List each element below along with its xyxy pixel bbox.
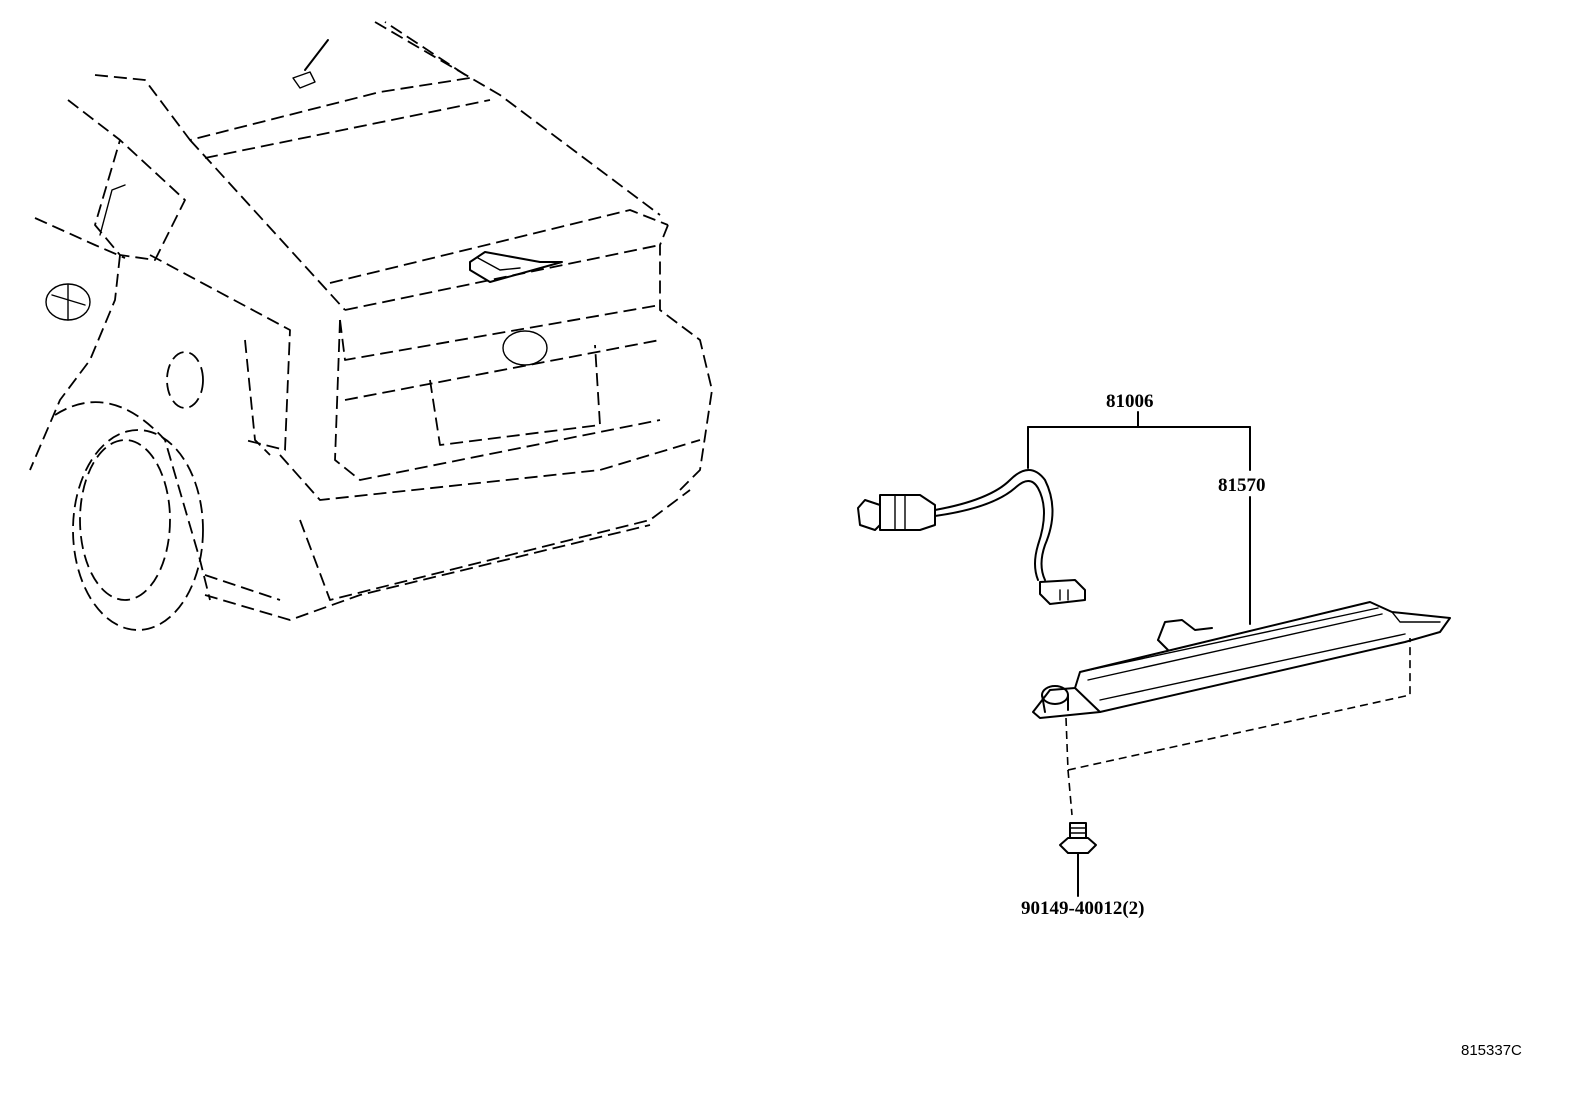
- reference-code: 815337C: [1461, 1042, 1522, 1059]
- connector-bottom: [1039, 579, 1086, 605]
- stop-lamp: [1032, 601, 1451, 816]
- part-label-assembly: 81006: [1106, 391, 1154, 412]
- screw-icon: [1059, 822, 1097, 854]
- wire-harness: [857, 469, 1086, 605]
- leader-lines: [1027, 411, 1251, 897]
- part-label-lamp: 81570: [1218, 475, 1266, 496]
- vehicle-rear-view: [29, 21, 713, 631]
- part-label-screw: 90149-40012(2): [1021, 898, 1144, 919]
- connector-left: [857, 494, 936, 531]
